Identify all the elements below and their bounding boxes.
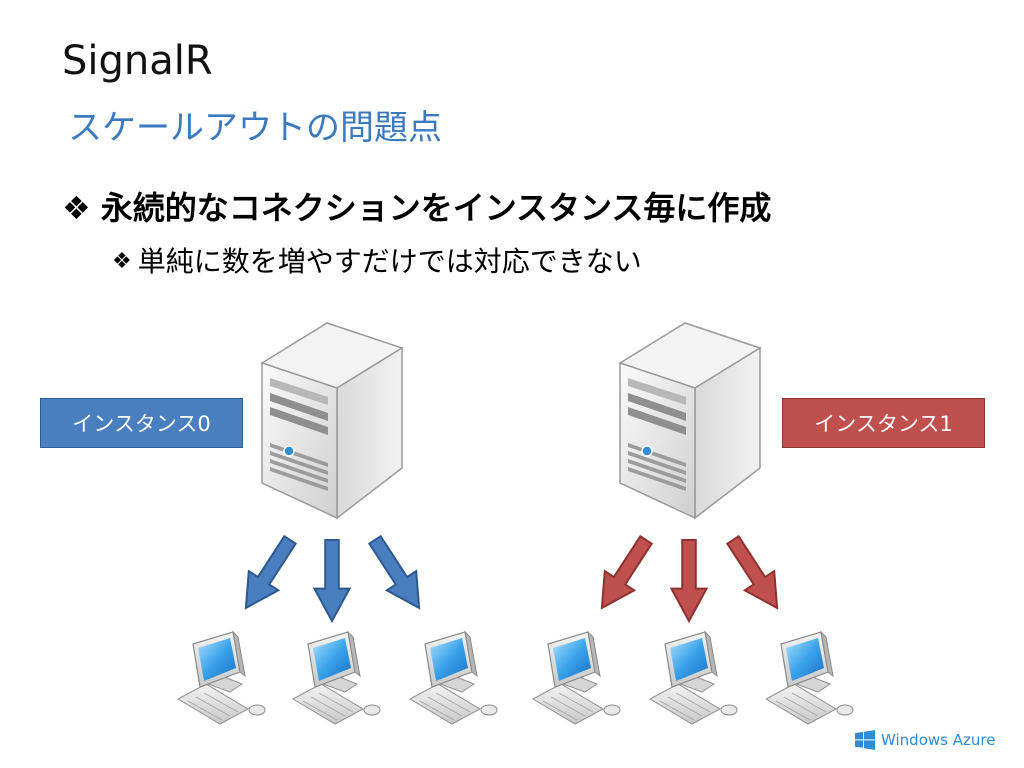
arrow-icon — [359, 529, 435, 619]
computer-icon — [765, 631, 854, 725]
slide-subtitle: スケールアウトの問題点 — [68, 108, 442, 148]
slide-title: SignalR — [62, 38, 213, 84]
bullet-1: ❖永続的なコネクションをインスタンス毎に作成 — [62, 183, 771, 229]
arrow-icon — [670, 538, 708, 623]
windows-logo-icon — [855, 730, 875, 750]
downward-arrows-instance1 — [586, 529, 793, 623]
computer-icon — [177, 631, 266, 725]
instance-0-label: インスタンス0 — [40, 398, 243, 448]
computer-icon — [649, 631, 738, 725]
downward-arrows-instance0 — [230, 529, 435, 623]
computer-icon — [532, 631, 621, 725]
arrow-icon — [586, 529, 662, 619]
windows-azure-label: Windows Azure — [881, 731, 996, 749]
arrow-icon — [313, 538, 351, 623]
computer-icon — [292, 631, 381, 725]
bullet-diamond-icon: ❖ — [62, 189, 91, 227]
bullet-1-text: 永続的なコネクションをインスタンス毎に作成 — [100, 189, 772, 227]
arrow-icon — [230, 529, 306, 619]
arrow-icon — [717, 529, 793, 619]
server-icon — [261, 322, 403, 519]
bullet-diamond-icon: ❖ — [112, 249, 132, 274]
server-icon — [619, 322, 761, 519]
windows-azure-logo: Windows Azure — [855, 730, 995, 750]
bullet-2-text: 単純に数を増やすだけでは対応できない — [137, 245, 642, 278]
computer-icon — [409, 631, 498, 725]
bullet-2: ❖単純に数を増やすだけでは対応できない — [112, 240, 642, 280]
instance-1-label: インスタンス1 — [782, 398, 985, 448]
